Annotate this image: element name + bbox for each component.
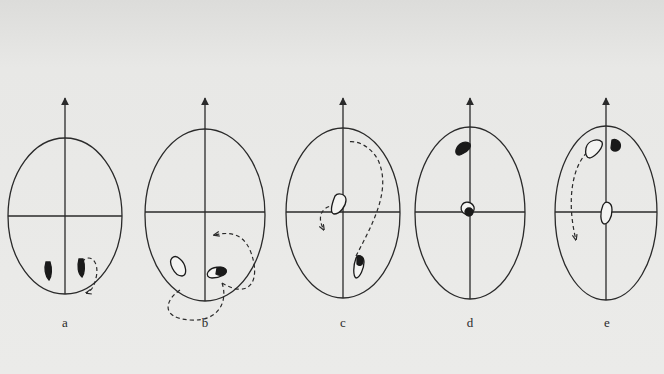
panel-letter: c bbox=[340, 316, 346, 329]
panel-letter: e bbox=[604, 316, 610, 329]
panel-letter: a bbox=[62, 316, 68, 329]
panel-letter: b bbox=[202, 316, 209, 329]
panel-letter: d bbox=[467, 316, 474, 329]
